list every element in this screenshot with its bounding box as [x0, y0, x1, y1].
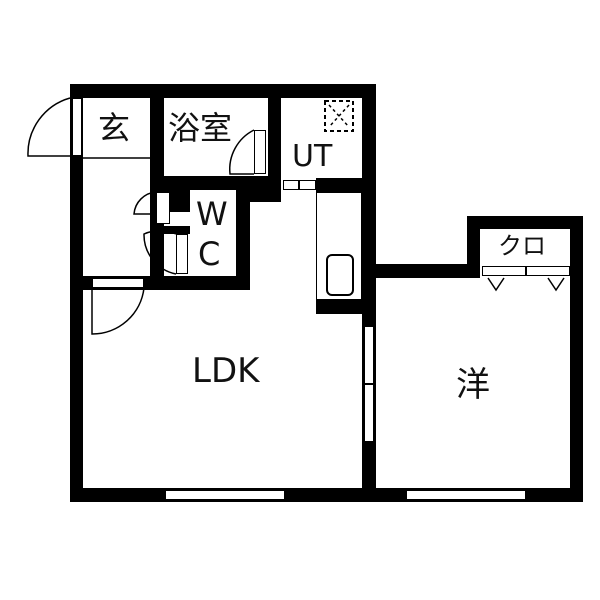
kitchen-counter: [316, 192, 362, 300]
room-label-bath: 浴室: [168, 109, 233, 147]
room-wc: [190, 190, 236, 276]
room-genkan: [83, 98, 150, 158]
ldk-door-frame: [92, 278, 144, 288]
wall-kitchen-bottom: [316, 300, 362, 314]
room-label-wc-w: W: [196, 195, 228, 233]
storage-door-frame: [156, 192, 170, 224]
ut-door-1: [283, 180, 299, 190]
ldk-door-swing-icon: [91, 287, 145, 335]
ut-door-2: [299, 180, 316, 190]
wall-wc-right: [236, 190, 250, 290]
bath-door-frame: [254, 130, 266, 174]
room-label-western: 洋: [456, 365, 490, 405]
room-label-ldk: LDK: [192, 351, 260, 391]
closet-door-2: [526, 266, 570, 276]
wall-left: [70, 84, 83, 502]
sink-icon: [326, 254, 354, 296]
window-ldk-bottom: [165, 490, 285, 500]
room-label-closet: クロ: [498, 232, 546, 260]
closet-door-marker-icon: [547, 277, 565, 292]
wall-ut-bottom: [316, 178, 376, 192]
sliding-door-ldk-western-2: [364, 384, 374, 442]
wall-closet-left: [467, 216, 480, 278]
wall-closet-top: [467, 216, 583, 229]
wall-western-top: [362, 264, 474, 278]
wall-top-left: [70, 84, 376, 98]
wall-bath-ut: [268, 84, 281, 202]
entry-door-frame: [72, 98, 82, 156]
room-label-utility: UT: [292, 139, 333, 174]
room-label-wc-c: C: [198, 235, 221, 273]
wc-door-frame: [176, 234, 188, 274]
closet-door-marker-icon: [487, 277, 505, 292]
closet-door-1: [482, 266, 526, 276]
wall-right: [570, 216, 583, 502]
sliding-door-ldk-western-1: [364, 326, 374, 384]
window-western-bottom: [406, 490, 526, 500]
wall-wc-left-mid: [150, 226, 190, 234]
room-label-genkan: 玄: [98, 109, 131, 147]
entry-door-swing-icon: [27, 97, 71, 157]
